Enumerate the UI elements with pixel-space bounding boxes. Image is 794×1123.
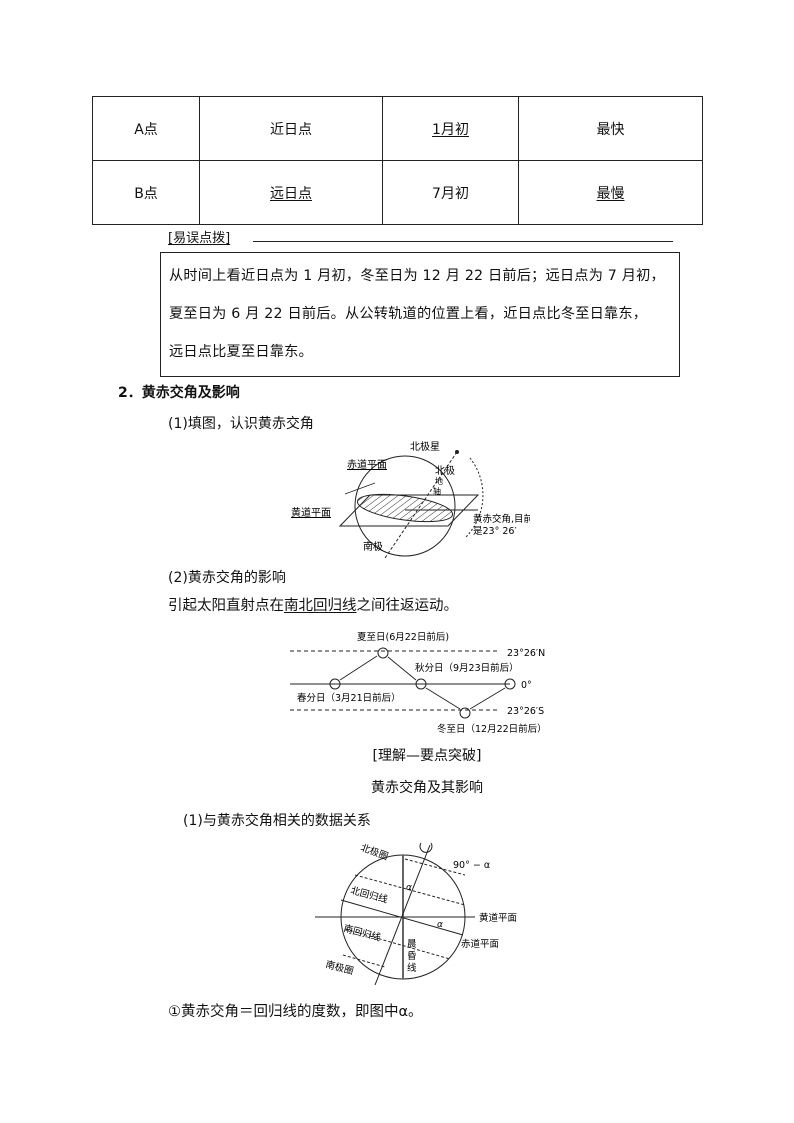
equator-plane-label: 赤道平面	[461, 938, 499, 950]
cell-speed: 最快	[518, 96, 703, 161]
cell-point: A点	[92, 96, 200, 161]
orbit-table: A点 近日点 1月初 最快 B点 远日点 7月初 最慢	[92, 96, 703, 225]
antarctic-circle-label: 南极圈	[324, 958, 355, 977]
tropic-capricorn-label: 南回归线	[342, 922, 382, 944]
spring-equinox-label: 春分日（3月21日前后）	[297, 692, 401, 704]
tip-line: 远日点比夏至日靠东。	[169, 344, 313, 360]
lat-north-label: 23°26′N	[507, 648, 545, 659]
terminator-label: 晨	[407, 939, 417, 950]
north-pole-label: 北极	[435, 464, 455, 477]
effect-text: 引起太阳直射点在南北回归线之间往返运动。	[168, 598, 458, 614]
obliquity-value: 是23° 26′	[473, 526, 517, 537]
equator-plane-label: 赤道平面	[347, 458, 387, 471]
cell-name: 远日点	[199, 160, 383, 225]
svg-text:昏: 昏	[407, 950, 417, 962]
tip-line: 从时间上看近日点为 1 月初，冬至日为 12 月 22 日前后；远日点为 7 月…	[169, 268, 665, 284]
cell-time: 7月初	[382, 160, 519, 225]
point-1-text: ①黄赤交角＝回归线的度数，即图中α。	[168, 1004, 423, 1020]
alpha-label-right: α	[437, 920, 443, 930]
ecliptic-plane-label: 黄道平面	[291, 506, 331, 519]
sun-migration-figure: 夏至日(6月22日前后) 秋分日（9月23日前后） 春分日（3月21日前后） 冬…	[290, 631, 547, 735]
lat-south-label: 23°26′S	[507, 706, 544, 717]
cell-time: 1月初	[382, 96, 519, 161]
summer-solstice-label: 夏至日(6月22日前后)	[357, 631, 449, 643]
complement-angle-label: 90° − α	[453, 860, 490, 871]
table-row: A点 近日点 1月初 最快	[92, 96, 703, 161]
winter-solstice-label: 冬至日（12月22日前后）	[437, 723, 547, 735]
obliquity-label: 黄赤交角,目前	[473, 513, 530, 525]
obliquity-relations-figure: 北极圈 北回归线 南回归线 南极圈 90° − α α α 黄道平面 赤道平面 …	[315, 842, 517, 985]
autumn-equinox-label: 秋分日（9月23日前后）	[415, 662, 519, 674]
table-row: B点 远日点 7月初 最慢	[92, 160, 703, 225]
obliquity-figure: 北极星 北极 地 轴 赤道平面 黄道平面 南极 黄赤交角,目前 是23° 26′	[291, 440, 530, 558]
subheading-data-relations: (1)与黄赤交角相关的数据关系	[183, 813, 371, 829]
cell-point: B点	[92, 160, 200, 225]
understand-bracket-title: [理解—要点突破]	[372, 748, 482, 764]
lat-zero-label: 0°	[521, 680, 532, 691]
subheading-fill-figure: (1)填图，认识黄赤交角	[168, 416, 314, 432]
arctic-circle-label: 北极圈	[359, 842, 390, 863]
tip-heading: [易误点拨]	[168, 231, 231, 246]
svg-text:轴: 轴	[433, 486, 441, 496]
cell-speed: 最慢	[518, 160, 703, 225]
understand-title: 黄赤交角及其影响	[371, 780, 483, 796]
svg-text:线: 线	[407, 962, 417, 974]
axis-label: 地	[435, 476, 443, 486]
tip-box: 从时间上看近日点为 1 月初，冬至日为 12 月 22 日前后；远日点为 7 月…	[160, 252, 680, 377]
south-pole-label: 南极	[363, 540, 383, 553]
alpha-label-top: α	[406, 883, 412, 893]
ecliptic-plane-label: 黄道平面	[479, 912, 517, 924]
tip-divider	[253, 241, 673, 242]
section-heading: 2．黄赤交角及影响	[118, 385, 240, 401]
cell-name: 近日点	[199, 96, 383, 161]
north-star-label: 北极星	[410, 440, 440, 453]
tropic-cancer-label: 北回归线	[349, 884, 389, 906]
tip-line: 夏至日为 6 月 22 日前后。从公转轨道的位置上看，近日点比冬至日靠东，	[169, 306, 648, 322]
subheading-effect: (2)黄赤交角的影响	[168, 570, 286, 586]
